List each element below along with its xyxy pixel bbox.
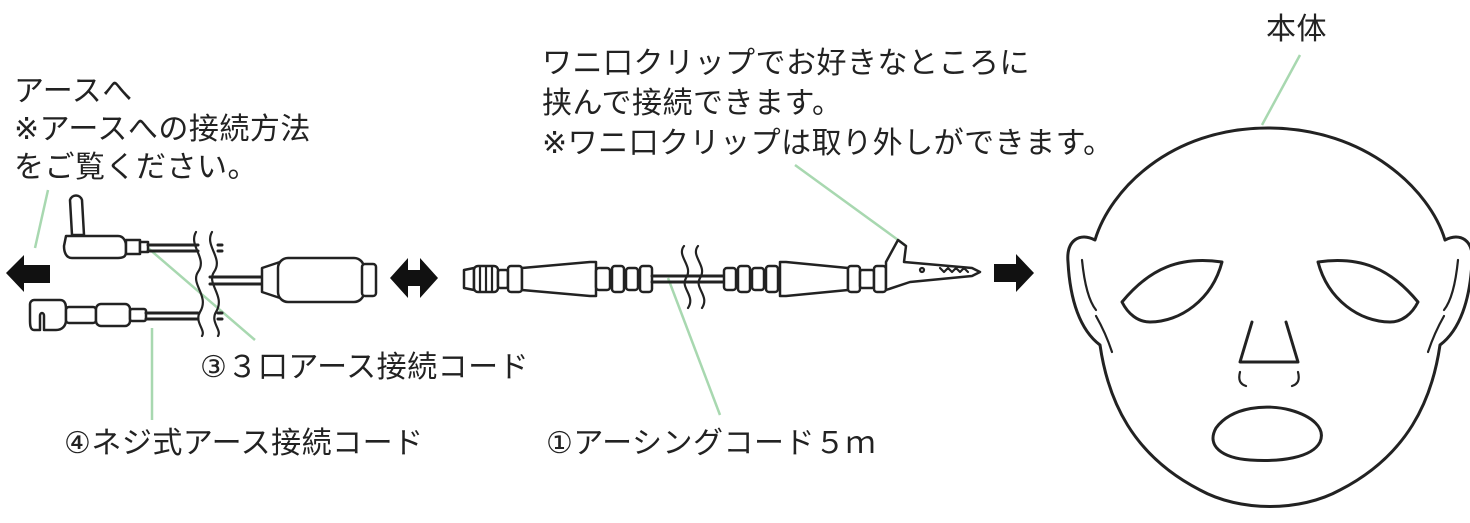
label-cord-1: ①アーシングコード５ｍ — [546, 426, 876, 461]
earthing-cord — [462, 244, 888, 310]
mouth — [1211, 405, 1323, 462]
label-earth-line-3: をご覧ください。 — [14, 150, 258, 185]
double-arrow-icon — [390, 258, 438, 298]
cable-break-left — [193, 230, 220, 338]
leader-body — [1260, 54, 1302, 126]
leader-lines — [33, 54, 1302, 420]
leader-cord-1 — [666, 277, 722, 416]
label-earth-line-1: アースへ — [14, 74, 133, 109]
alligator-clip — [884, 238, 982, 292]
label-clip-line-3: ※ワニ口クリップは取り外しができます。 — [542, 126, 1114, 161]
label-earth-line-2: ※アースへの接続方法 — [14, 112, 311, 147]
label-clip-line-2: 挟んで接続できます。 — [542, 86, 843, 121]
label-main-body: 本体 — [1266, 12, 1327, 47]
eye-left — [1120, 259, 1224, 324]
three-prong-plug — [62, 194, 200, 260]
leader-clip — [794, 163, 906, 247]
label-clip-line-1: ワニ口クリップでお好きなところに — [542, 46, 1030, 81]
eye-right — [1316, 259, 1420, 324]
fork-terminal — [28, 298, 200, 332]
face-mask — [1066, 126, 1470, 508]
nose — [1238, 320, 1300, 364]
arrow-left-icon — [6, 255, 50, 292]
label-cord-3: ③３口アース接続コード — [200, 350, 530, 385]
socket-connector — [208, 243, 378, 321]
arrow-right-icon — [994, 254, 1034, 292]
label-cord-4: ④ネジ式アース接続コード — [64, 426, 424, 461]
leader-earth — [33, 189, 50, 249]
